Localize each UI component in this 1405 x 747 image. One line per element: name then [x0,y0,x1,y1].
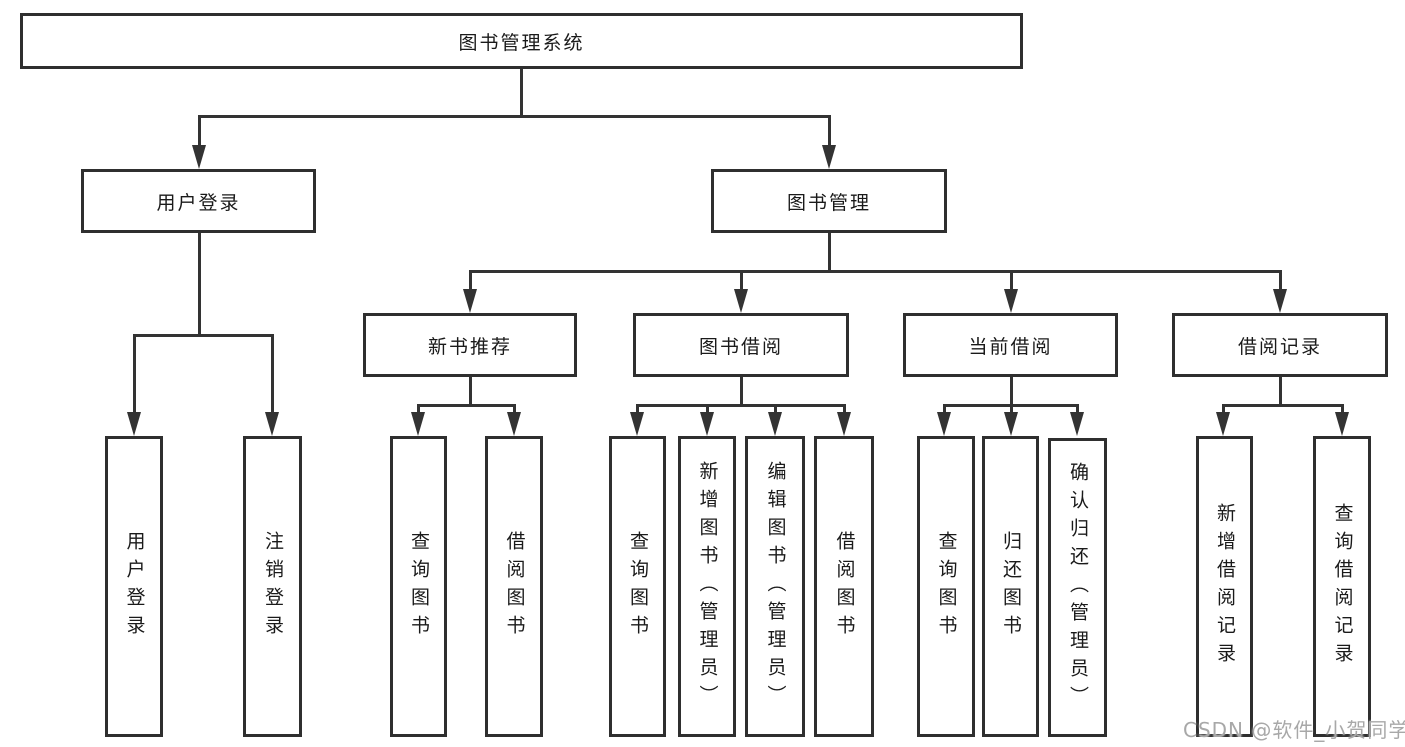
leaf-return-books: 归还图书 [982,436,1039,737]
connector-arrow-shaft [705,404,709,414]
connector-arrow-shaft [1075,404,1079,414]
arrow-down-icon [1273,289,1287,313]
leaf-recommend-borrow-books: 借阅图书 [485,436,543,737]
connector-arrow-shaft [132,334,136,414]
node-root: 图书管理系统 [20,13,1023,69]
arrow-down-icon [1004,289,1018,313]
connector-arrow-shaft [270,334,274,414]
connector-arrow-shaft [468,270,472,291]
connector-rail [416,404,516,407]
connector-arrow-shaft [773,404,777,414]
node-borrow-records: 借阅记录 [1172,313,1388,377]
leaf-add-borrow-record-label: 新增借阅记录 [1214,502,1236,671]
arrow-down-icon [463,289,477,313]
connector-book-management-rail [468,270,1282,273]
leaf-confirm-return-admin: 确认归还（管理员） [1048,438,1107,737]
leaf-logout: 注销登录 [243,436,302,737]
connector-arrow-shaft [1009,270,1013,291]
watermark: CSDN @软件_小贺同学 [1183,718,1405,742]
connector-stem [1278,377,1282,407]
arrow-down-icon [822,145,836,169]
arrow-down-icon [937,412,951,436]
arrow-down-icon [411,412,425,436]
connector-book-management-stem [827,233,831,273]
connector-root-rail [197,115,831,118]
connector-arrow-shaft [197,115,201,147]
connector-rail [635,404,846,407]
arrow-down-icon [1070,412,1084,436]
arrow-down-icon [837,412,851,436]
leaf-return-books-label: 归还图书 [1000,530,1022,643]
node-book-management: 图书管理 [711,169,947,233]
leaf-user-login-label: 用户登录 [123,530,146,643]
leaf-borrow-query-books-label: 查询图书 [627,530,649,643]
connector-arrow-shaft [1221,404,1225,414]
connector-arrow-shaft [942,404,946,414]
connector-rail [1221,404,1344,407]
node-new-book-recommend-label: 新书推荐 [427,335,512,358]
leaf-current-query-books-label: 查询图书 [935,530,958,643]
leaf-borrow-query-books: 查询图书 [609,436,666,737]
connector-user-login-rail [132,334,274,337]
node-new-book-recommend: 新书推荐 [363,313,577,377]
arrow-down-icon [1216,412,1230,436]
node-borrow-records-label: 借阅记录 [1237,335,1322,358]
connector-user-login-stem [197,233,201,337]
node-user-login: 用户登录 [81,169,316,233]
leaf-query-borrow-record-label: 查询借阅记录 [1331,502,1354,671]
arrow-down-icon [630,412,644,436]
node-user-login-label: 用户登录 [156,191,241,214]
leaf-query-borrow-record: 查询借阅记录 [1313,436,1371,737]
leaf-edit-books-admin-label: 编辑图书（管理员） [764,460,787,713]
arrow-down-icon [507,412,521,436]
leaf-user-login: 用户登录 [105,436,163,737]
connector-arrow-shaft [739,270,743,291]
connector-arrow-shaft [512,404,516,414]
connector-arrow-shaft [635,404,639,414]
connector-stem [468,377,472,407]
leaf-logout-label: 注销登录 [262,530,284,643]
node-root-label: 图书管理系统 [458,31,585,54]
leaf-edit-books-admin: 编辑图书（管理员） [745,436,805,737]
arrow-down-icon [768,412,782,436]
node-book-management-label: 图书管理 [786,191,871,214]
leaf-recommend-query-books: 查询图书 [390,436,447,737]
node-current-borrow: 当前借阅 [903,313,1118,377]
arrow-down-icon [192,145,206,169]
connector-arrow-shaft [1278,270,1282,291]
connector-arrow-shaft [842,404,846,414]
leaf-borrow-books: 借阅图书 [814,436,874,737]
node-current-borrow-label: 当前借阅 [968,335,1053,358]
connector-stem [1009,377,1013,407]
leaf-current-query-books: 查询图书 [917,436,975,737]
connector-arrow-shaft [1340,404,1344,414]
arrow-down-icon [700,412,714,436]
connector-stem [739,377,743,407]
connector-arrow-shaft [416,404,420,414]
leaf-recommend-borrow-books-label: 借阅图书 [503,530,526,643]
arrow-down-icon [127,412,141,436]
leaf-add-books-admin-label: 新增图书（管理员） [696,460,719,713]
leaf-borrow-books-label: 借阅图书 [833,530,856,643]
arrow-down-icon [734,289,748,313]
leaf-add-borrow-record: 新增借阅记录 [1196,436,1253,737]
connector-arrow-shaft [1009,404,1013,414]
arrow-down-icon [1004,412,1018,436]
leaf-add-books-admin: 新增图书（管理员） [678,436,736,737]
node-book-borrow: 图书借阅 [633,313,849,377]
leaf-confirm-return-admin-label: 确认归还（管理员） [1067,461,1089,714]
arrow-down-icon [265,412,279,436]
node-book-borrow-label: 图书借阅 [698,335,783,358]
leaf-recommend-query-books-label: 查询图书 [408,530,430,643]
connector-root-stem [519,69,523,117]
connector-arrow-shaft [827,115,831,147]
arrow-down-icon [1335,412,1349,436]
